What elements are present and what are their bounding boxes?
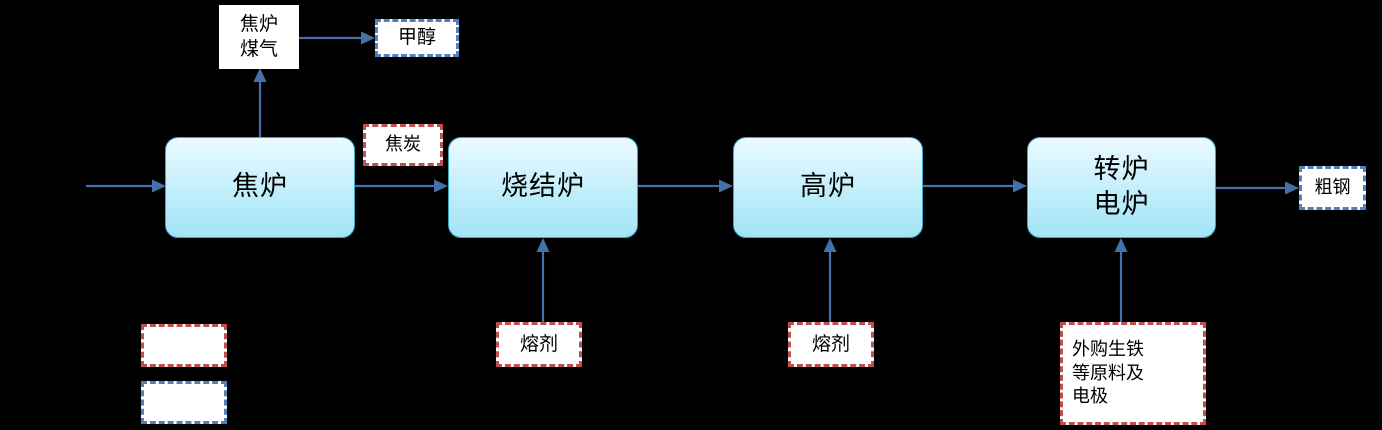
material-node-purchased-iron[interactable]: 外购生铁 等原料及 电极 [1060, 322, 1206, 425]
process-node-sintering-furnace[interactable]: 烧结炉 [448, 137, 638, 238]
connector-blast-to-converter [923, 178, 1029, 194]
material-node-coke[interactable]: 焦炭 [363, 124, 443, 166]
connector-flux-to-blast [822, 238, 838, 324]
process-node-converter-eaf[interactable]: 转炉 电炉 [1027, 137, 1216, 238]
connector-coke-oven-to-sintering [355, 178, 450, 194]
process-node-coke-oven[interactable]: 焦炉 [165, 137, 355, 238]
connector-flux-to-sintering [535, 238, 551, 324]
material-node-methanol[interactable]: 甲醇 [375, 19, 459, 57]
legend-swatch-blue[interactable] [141, 381, 227, 424]
connector-converter-to-crude-steel [1215, 180, 1301, 196]
connector-purchased-iron-to-converter [1113, 238, 1129, 324]
connector-sintering-to-blast [638, 178, 735, 194]
legend-swatch-red[interactable] [141, 324, 227, 367]
connector-input-to-coke-oven [86, 178, 168, 194]
connector-coke-oven-to-gas [252, 68, 268, 140]
material-node-flux-blast[interactable]: 熔剂 [788, 322, 874, 367]
material-node-crude-steel[interactable]: 粗钢 [1299, 166, 1366, 210]
material-node-coke-oven-gas[interactable]: 焦炉 煤气 [219, 5, 299, 69]
process-node-blast-furnace[interactable]: 高炉 [733, 137, 923, 238]
material-node-flux-sinter[interactable]: 熔剂 [496, 322, 582, 367]
connector-gas-to-methanol [299, 30, 377, 46]
